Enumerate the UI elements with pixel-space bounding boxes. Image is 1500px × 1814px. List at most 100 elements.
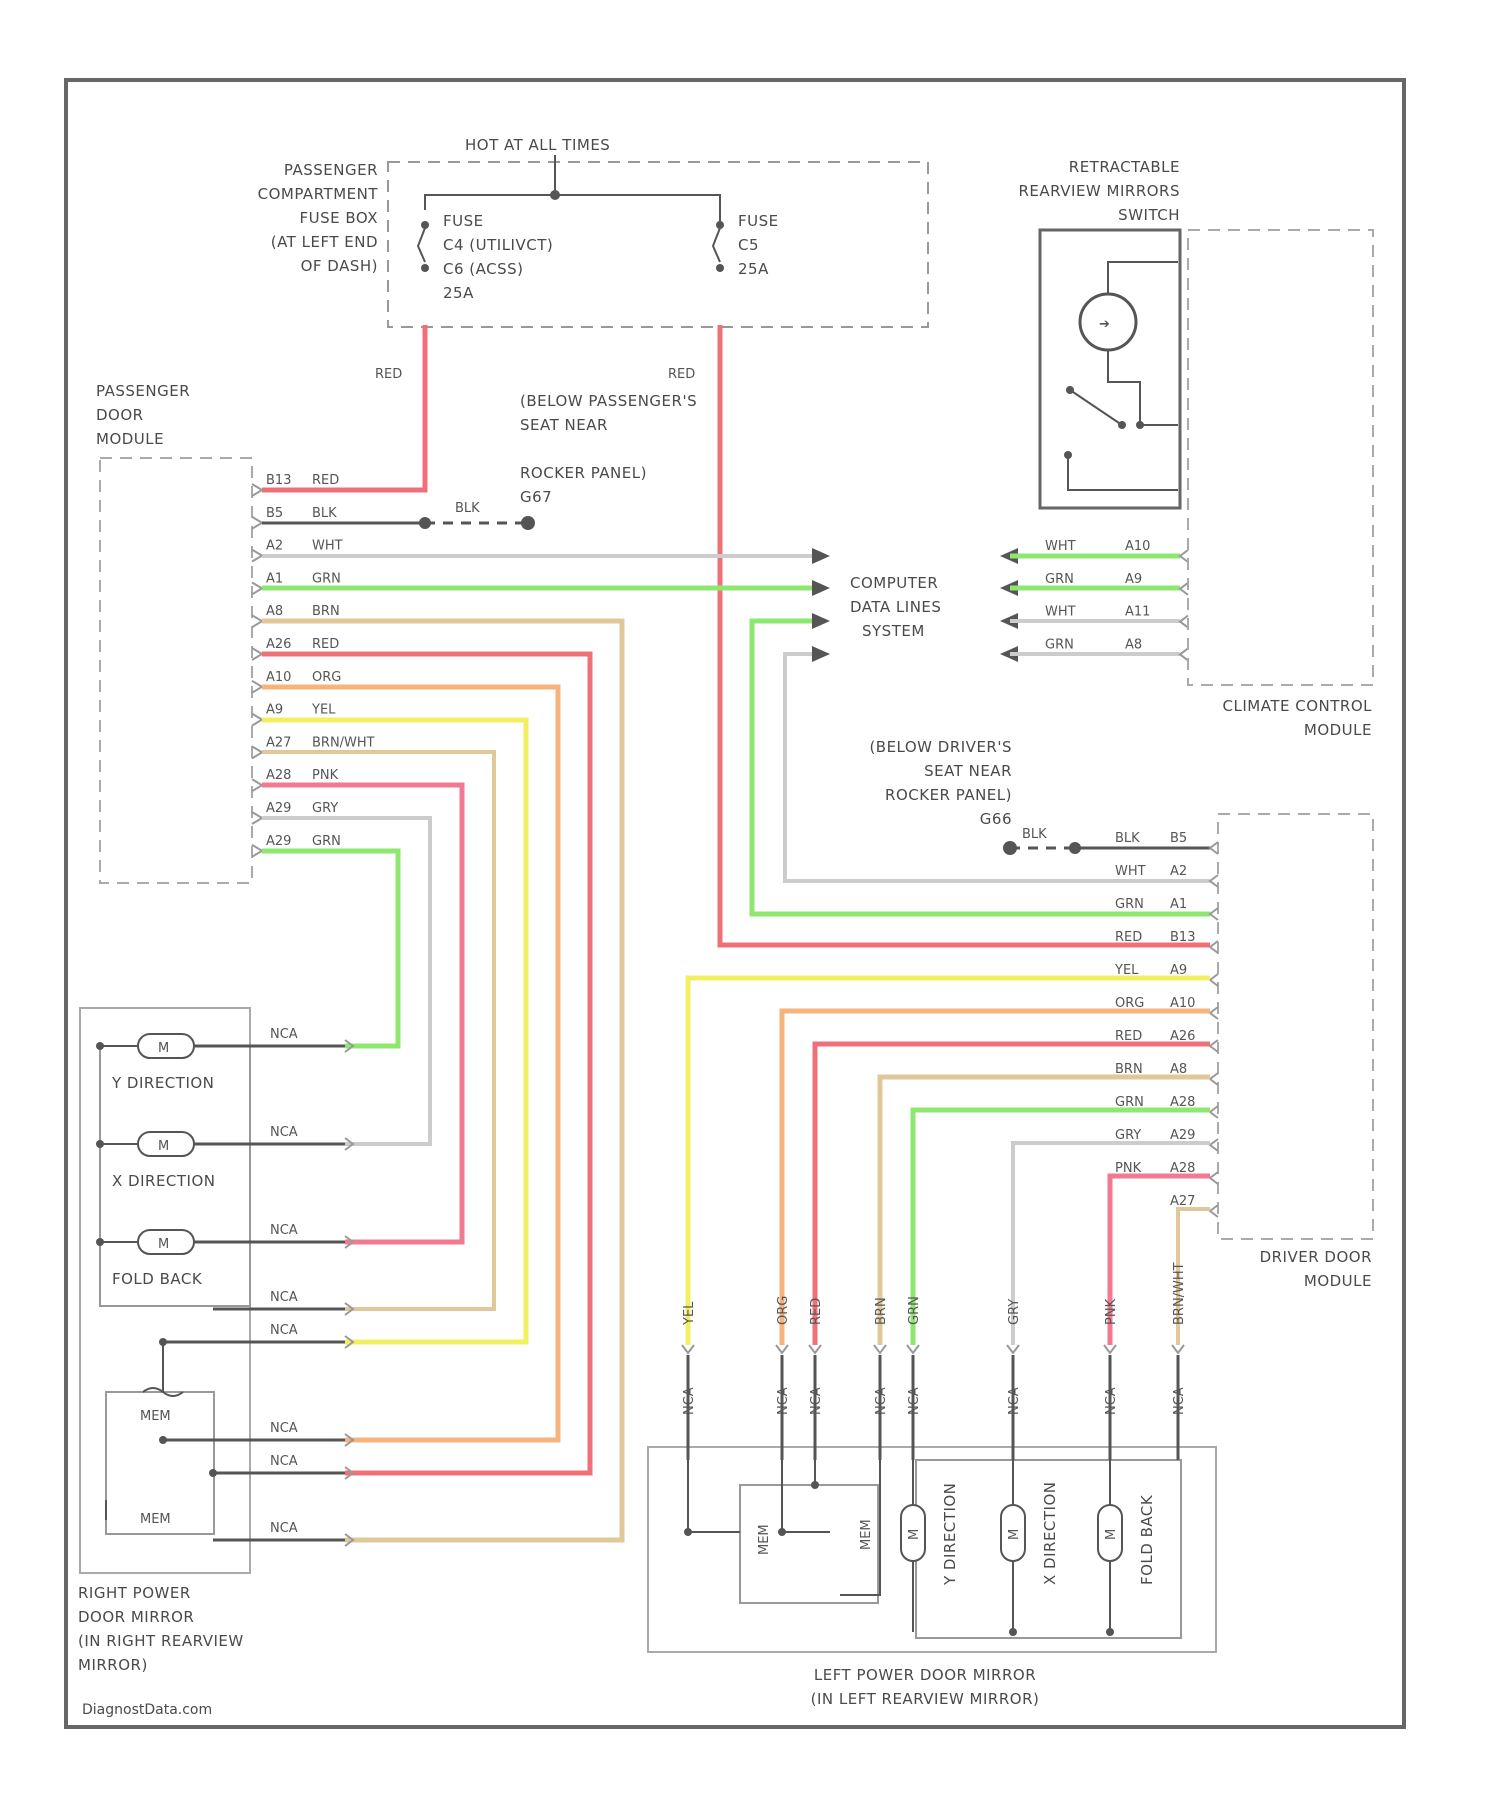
- svg-text:PASSENGER: PASSENGER: [284, 161, 378, 179]
- svg-text:25A: 25A: [738, 260, 769, 278]
- passenger-pin-terminal: [252, 517, 262, 529]
- wire-red-driver-b13: [720, 325, 1210, 945]
- svg-text:REARVIEW MIRRORS: REARVIEW MIRRORS: [1019, 182, 1181, 200]
- nca-label: NCA: [776, 1387, 791, 1415]
- passenger-pin-terminal: [252, 582, 262, 594]
- svg-text:(AT LEFT END: (AT LEFT END: [271, 233, 378, 251]
- hot-label: HOT AT ALL TIMES: [465, 136, 610, 154]
- motor-direction-label: X DIRECTION: [1041, 1481, 1059, 1585]
- nca-label: NCA: [270, 1290, 298, 1305]
- wire-brn-driver: [880, 1077, 1210, 1345]
- motor-direction-label: Y DIRECTION: [111, 1074, 214, 1092]
- fuse-1-label: FUSE C4 (UTILIVCT) C6 (ACSS) 25A: [443, 212, 553, 302]
- climate-pin-id: A11: [1125, 605, 1150, 620]
- nca-label: NCA: [1007, 1387, 1022, 1415]
- right-mirror-label: RIGHT POWER DOOR MIRROR (IN RIGHT REARVI…: [78, 1584, 244, 1674]
- nca-label: NCA: [270, 1521, 298, 1536]
- passenger-pin-id: B5: [266, 506, 283, 521]
- wire-red-passenger-b13: [262, 325, 425, 490]
- ground-driver-label: (BELOW DRIVER'S SEAT NEAR ROCKER PANEL) …: [869, 738, 1012, 828]
- driver-pin-id: A29: [1170, 1128, 1195, 1143]
- wire-org-a10: [262, 687, 558, 1440]
- left-mirror-terminal: [809, 1345, 821, 1353]
- passenger-pin-terminal: [252, 550, 262, 562]
- svg-text:(IN RIGHT REARVIEW: (IN RIGHT REARVIEW: [78, 1632, 244, 1650]
- driver-pin-terminal: [1210, 941, 1218, 953]
- passenger-pin-id: A2: [266, 539, 283, 554]
- fuse-box-label: PASSENGER COMPARTMENT FUSE BOX (AT LEFT …: [258, 161, 379, 275]
- driver-pin-id: A27: [1170, 1194, 1195, 1209]
- driver-pin-color: GRN: [1115, 897, 1144, 912]
- svg-text:COMPARTMENT: COMPARTMENT: [258, 185, 379, 203]
- nca-label: NCA: [1172, 1387, 1187, 1415]
- passenger-pin-color: YEL: [311, 703, 336, 718]
- left-mirror-label: LEFT POWER DOOR MIRROR (IN LEFT REARVIEW…: [811, 1666, 1040, 1708]
- passenger-pin-id: A9: [266, 703, 283, 718]
- left-mem-label-2: MEM: [757, 1524, 772, 1555]
- driver-pin-terminal: [1210, 842, 1218, 854]
- wire-yel-a9: [262, 720, 526, 1342]
- driver-pin-color: WHT: [1115, 864, 1146, 879]
- passenger-pin-terminal: [252, 845, 262, 857]
- fuse-2-label: FUSE C5 25A: [738, 212, 779, 278]
- passenger-pin-terminal: [252, 812, 262, 824]
- passenger-pin-color: RED: [312, 637, 339, 652]
- passenger-pin-color: RED: [312, 473, 339, 488]
- svg-text:DOOR: DOOR: [96, 406, 144, 424]
- passenger-pin-id: A29: [266, 834, 291, 849]
- nca-label: NCA: [809, 1387, 824, 1415]
- passenger-pin-terminal: [252, 746, 262, 758]
- motor-direction-label: FOLD BACK: [112, 1270, 203, 1288]
- svg-text:DOOR MIRROR: DOOR MIRROR: [78, 1608, 194, 1626]
- motor-letter: M: [1104, 1529, 1119, 1540]
- motor-direction-label: Y DIRECTION: [941, 1483, 959, 1586]
- blk-label-2: BLK: [1022, 827, 1047, 842]
- nca-label: NCA: [874, 1387, 889, 1415]
- passenger-pin-color: BRN: [312, 604, 340, 619]
- left-mirror-terminal: [1172, 1345, 1184, 1353]
- svg-text:C5: C5: [738, 236, 759, 254]
- blk-label-1: BLK: [455, 501, 480, 516]
- left-mirror-wire-color: GRN: [907, 1296, 922, 1325]
- svg-text:RIGHT POWER: RIGHT POWER: [78, 1584, 191, 1602]
- passenger-pin-terminal: [252, 484, 262, 496]
- driver-pin-list: BLKB5WHTA2GRNA1REDB13YELA9ORGA10REDA26BR…: [1114, 831, 1218, 1217]
- nca-label: NCA: [270, 1125, 298, 1140]
- motor-letter: M: [158, 1139, 169, 1154]
- data-lines-label: COMPUTER DATA LINES SYSTEM: [850, 574, 941, 640]
- svg-text:CLIMATE CONTROL: CLIMATE CONTROL: [1223, 697, 1373, 715]
- red-label-2: RED: [668, 367, 695, 382]
- nca-label: NCA: [1104, 1387, 1119, 1415]
- nca-label: NCA: [270, 1323, 298, 1338]
- svg-text:(BELOW PASSENGER'S: (BELOW PASSENGER'S: [520, 392, 697, 410]
- left-mirror-terminal: [874, 1345, 886, 1353]
- climate-label: CLIMATE CONTROL MODULE: [1223, 697, 1373, 739]
- climate-pin-id: A8: [1125, 637, 1142, 652]
- climate-pin-color: WHT: [1045, 539, 1076, 554]
- wire-brn-a8: [262, 621, 622, 1540]
- svg-text:25A: 25A: [443, 284, 474, 302]
- svg-text:DRIVER DOOR: DRIVER DOOR: [1260, 1248, 1372, 1266]
- driver-pin-color: BLK: [1115, 831, 1140, 846]
- climate-pin-terminal: [1180, 550, 1188, 562]
- left-mirror-wire-color: YEL: [682, 1301, 697, 1326]
- right-mem-label-1: MEM: [140, 1409, 171, 1424]
- driver-pin-terminal: [1210, 1073, 1218, 1085]
- passenger-pin-color: WHT: [312, 539, 343, 554]
- passenger-pin-color: ORG: [312, 670, 341, 685]
- svg-text:MIRROR): MIRROR): [78, 1656, 148, 1674]
- svg-text:FUSE: FUSE: [738, 212, 779, 230]
- motor-letter: M: [1007, 1529, 1022, 1540]
- driver-pin-terminal: [1210, 875, 1218, 887]
- svg-text:PASSENGER: PASSENGER: [96, 382, 190, 400]
- motor-direction-label: FOLD BACK: [1138, 1494, 1156, 1585]
- passenger-pin-color: PNK: [312, 768, 339, 783]
- climate-pin-terminal: [1180, 616, 1188, 628]
- climate-pin-color: WHT: [1045, 605, 1076, 620]
- passenger-pin-color: GRN: [312, 834, 341, 849]
- passenger-pin-id: A29: [266, 801, 291, 816]
- svg-text:DATA LINES: DATA LINES: [850, 598, 941, 616]
- passenger-module-label: PASSENGER DOOR MODULE: [96, 382, 190, 448]
- svg-text:OF DASH): OF DASH): [301, 257, 378, 275]
